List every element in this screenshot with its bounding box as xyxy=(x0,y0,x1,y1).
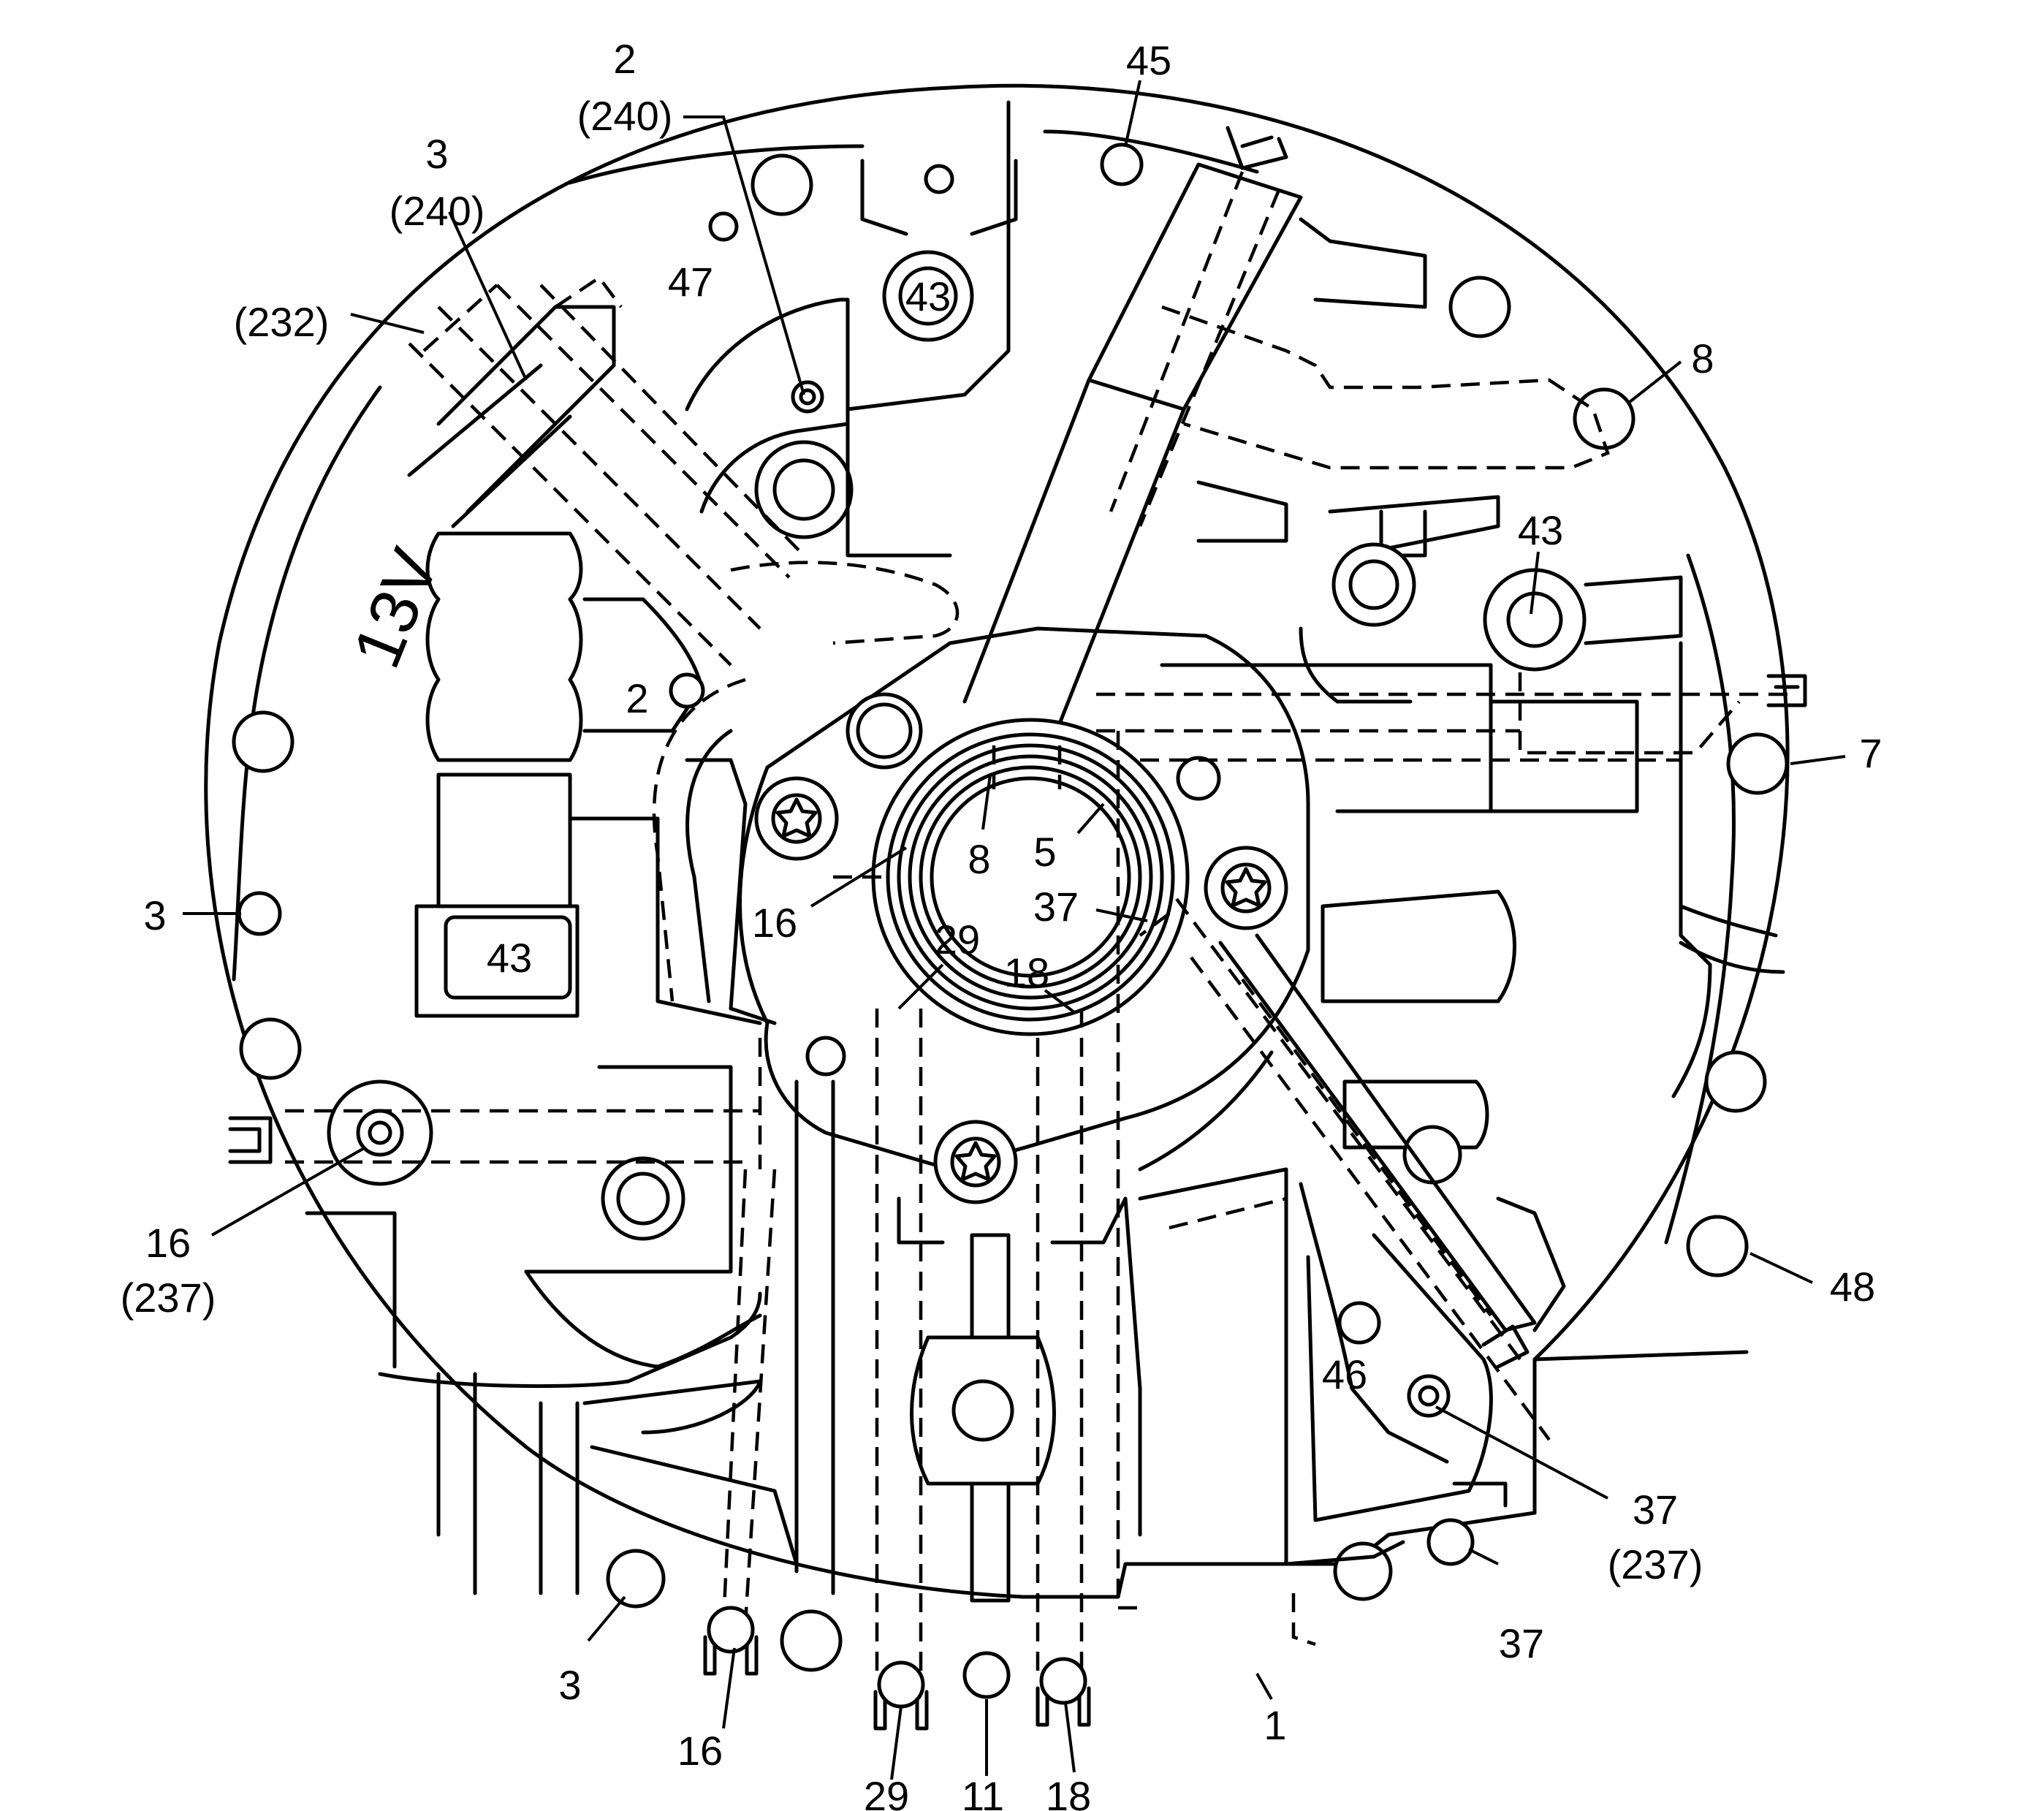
label-43-left: 43 xyxy=(487,935,532,981)
label-2-mid: 2 xyxy=(626,675,648,721)
bolt-hole xyxy=(780,1609,843,1672)
label-11: 11 xyxy=(962,1773,1004,1811)
central-hub xyxy=(738,626,1310,1204)
label-45: 45 xyxy=(1126,37,1171,83)
label-16-237-sub: (237) xyxy=(121,1275,216,1321)
clip-16 xyxy=(703,1606,759,1676)
label-16-bottom: 16 xyxy=(677,1728,723,1774)
bolt-hole xyxy=(1686,1215,1749,1277)
label-2-240-sub: (240) xyxy=(577,93,673,139)
clip-top xyxy=(1226,126,1288,170)
torx-bolt-bottom xyxy=(933,1120,1018,1204)
label-3-bottom: 3 xyxy=(558,1662,581,1708)
label-18-hub: 18 xyxy=(1004,949,1049,995)
label-43-right: 43 xyxy=(1518,507,1563,553)
label-2-240: 2 xyxy=(613,36,636,82)
bolt-hole xyxy=(708,211,739,242)
label-5-hub: 5 xyxy=(1033,829,1056,875)
torx-bolt-right xyxy=(1204,846,1288,930)
bolt-hole xyxy=(1448,276,1511,338)
clip-lower-right xyxy=(1481,1324,1530,1369)
stamp-13v: 13V xyxy=(339,539,453,677)
valve-body-outline xyxy=(204,83,1790,1599)
bolt-hole xyxy=(1100,143,1144,186)
bolt-hole xyxy=(232,710,295,773)
bolt-hole xyxy=(751,153,813,216)
label-1: 1 xyxy=(1264,1702,1286,1748)
leader-lines xyxy=(183,80,1846,1780)
label-16-hub: 16 xyxy=(752,900,797,946)
clip-18 xyxy=(1036,1657,1091,1727)
casting-walls xyxy=(228,100,1785,1603)
label-3-240: 3 xyxy=(425,131,448,177)
label-29-hub: 29 xyxy=(935,916,980,963)
label-48: 48 xyxy=(1830,1264,1875,1310)
label-46: 46 xyxy=(1322,1351,1367,1397)
bolt-hole xyxy=(1726,732,1789,795)
check-ball-clips xyxy=(703,126,1807,1731)
hidden-passages xyxy=(285,275,1790,1681)
label-232: (232) xyxy=(234,299,330,345)
label-37-bottom: 37 xyxy=(1499,1620,1544,1666)
label-16-237: 16 xyxy=(145,1220,191,1266)
bolt-hole xyxy=(962,1651,1011,1699)
label-3-240-sub: (240) xyxy=(390,188,485,234)
label-8-hub: 8 xyxy=(968,836,990,882)
bolt-hole xyxy=(924,164,954,194)
bolt-hole xyxy=(606,1549,666,1609)
label-7: 7 xyxy=(1859,730,1882,776)
bolt-hole xyxy=(1573,387,1635,450)
label-37-hub: 37 xyxy=(1033,884,1079,930)
bolt-hole xyxy=(237,891,282,936)
label-18-bottom: 18 xyxy=(1046,1773,1091,1811)
label-47: 47 xyxy=(668,259,713,305)
bolt-hole xyxy=(1704,1050,1767,1113)
plug-top xyxy=(846,692,923,770)
bolt-hole xyxy=(1426,1518,1475,1566)
label-3-left: 3 xyxy=(143,892,166,938)
clip-29 xyxy=(873,1660,929,1731)
bolt-hole xyxy=(239,1017,302,1080)
callout-labels: 13V 45 2 (240) 3 (240) (232) 47 43 8 43 … xyxy=(121,36,1882,1811)
label-37-237: 37 xyxy=(1633,1487,1678,1533)
label-8-right: 8 xyxy=(1691,335,1714,381)
label-43-top: 43 xyxy=(905,273,951,319)
label-37-237-sub: (237) xyxy=(1608,1541,1703,1587)
label-29-bottom: 29 xyxy=(864,1773,909,1811)
torx-bolt-left xyxy=(754,776,839,861)
clip-right xyxy=(1766,674,1807,707)
